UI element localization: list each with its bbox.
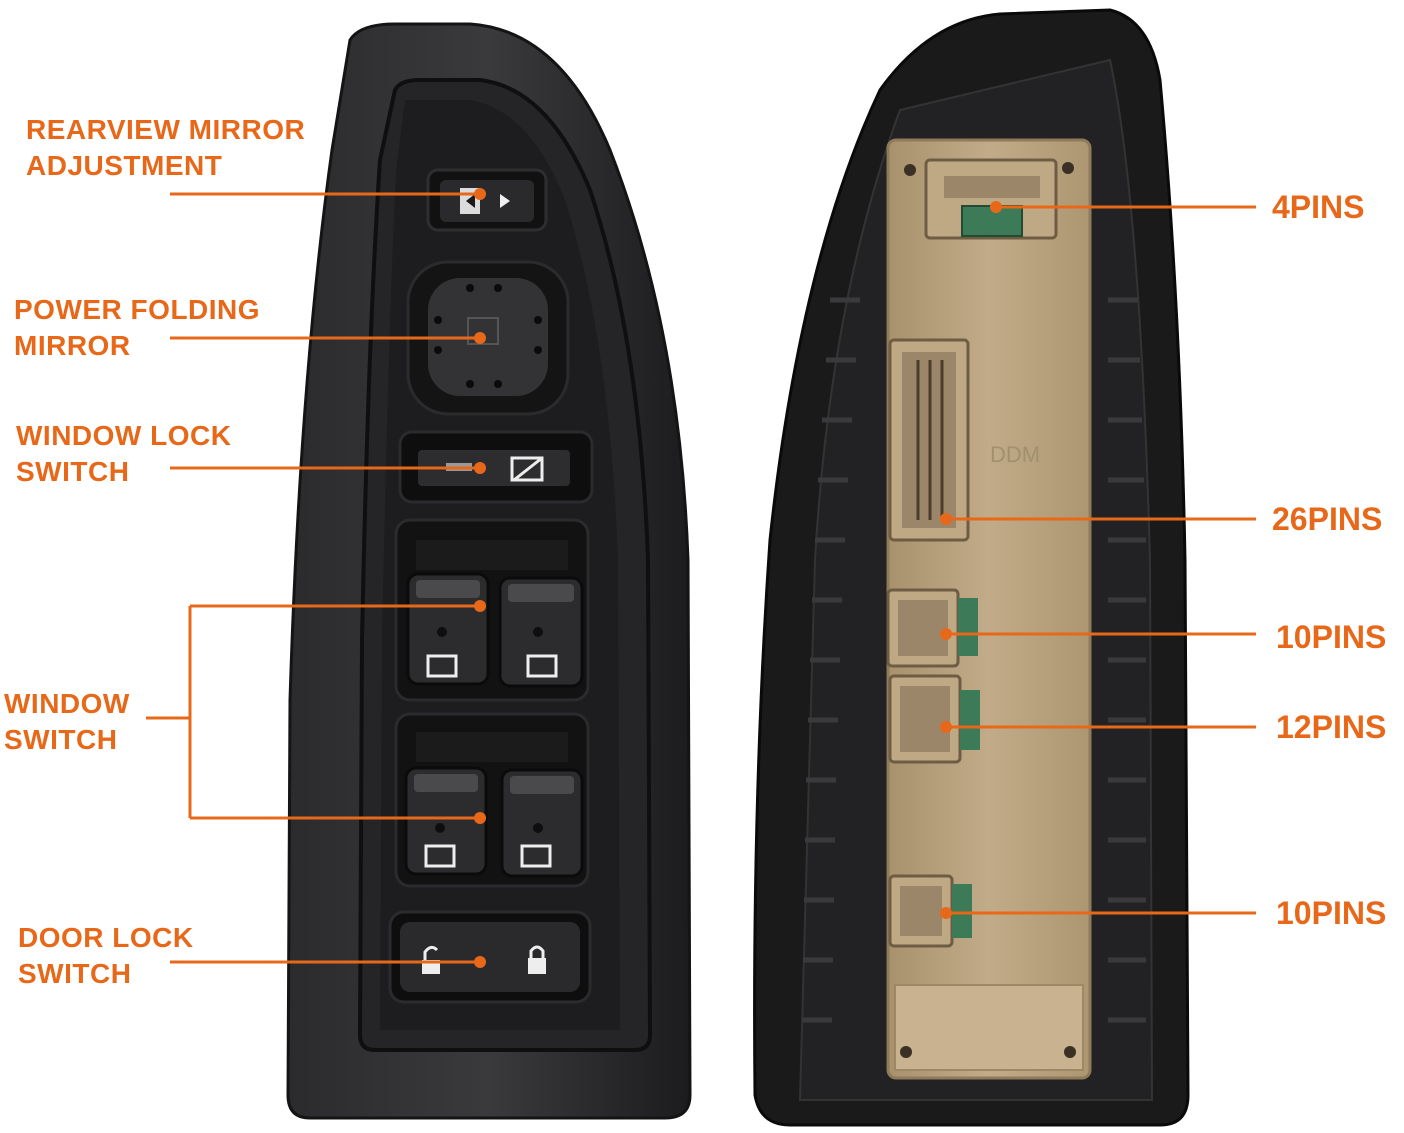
door-lock-button[interactable]: [388, 910, 592, 1004]
pin-label-10pins-upper: 10PINS: [1276, 619, 1387, 655]
pin-label-10pins-lower: 10PINS: [1276, 895, 1387, 931]
mirror-adjust-button[interactable]: [426, 168, 548, 232]
callout-power-folding-line1: POWER FOLDING: [14, 294, 261, 325]
connector-10pin-upper: [886, 588, 978, 668]
window-switch-rear-left[interactable]: [404, 766, 488, 876]
window-switch-rear-right[interactable]: [500, 768, 584, 878]
connector-12pin: [888, 674, 980, 764]
ribs-right: [1108, 297, 1146, 1023]
window-switch-front-right[interactable]: [498, 576, 584, 688]
connector-10pin-lower: [888, 874, 972, 948]
callout-window-switch: WINDOW SWITCH: [4, 686, 130, 758]
callout-window-lock-line1: WINDOW LOCK: [16, 420, 232, 451]
callout-window-lock-line2: SWITCH: [16, 456, 130, 487]
callout-door-lock-line2: SWITCH: [18, 958, 132, 989]
callout-rearview-mirror-line2: ADJUSTMENT: [26, 150, 223, 181]
lock-icon: [528, 945, 546, 974]
ddm-molded-text: DDM: [990, 442, 1040, 467]
callout-window-switch-line2: SWITCH: [4, 724, 118, 755]
callout-window-switch-line1: WINDOW: [4, 688, 130, 719]
callout-door-lock: DOOR LOCK SWITCH: [18, 920, 194, 992]
switch-panel-front: [286, 22, 692, 1120]
callout-power-folding: POWER FOLDING MIRROR: [14, 292, 260, 364]
window-switch-group-upper: [394, 518, 590, 702]
callout-power-folding-line2: MIRROR: [14, 330, 131, 361]
connector-26pin: [888, 338, 970, 542]
window-switch-front-left[interactable]: [406, 572, 490, 686]
pin-label-12pins: 12PINS: [1276, 709, 1387, 745]
pin-label-26pins: 26PINS: [1272, 501, 1383, 537]
callout-window-lock: WINDOW LOCK SWITCH: [16, 418, 231, 490]
pin-label-4pins: 4PINS: [1272, 189, 1365, 225]
connector-4pin: [924, 158, 1058, 240]
callout-door-lock-line1: DOOR LOCK: [18, 922, 194, 953]
callout-lines: [146, 188, 1256, 968]
power-folding-mirror-button[interactable]: [406, 260, 570, 416]
ribs-left: [802, 297, 860, 1023]
callout-rearview-mirror-line1: REARVIEW MIRROR: [26, 114, 306, 145]
callout-rearview-mirror: REARVIEW MIRROR ADJUSTMENT: [26, 112, 305, 184]
switch-panel-back: DDM: [753, 8, 1190, 1127]
window-lock-button[interactable]: [398, 430, 594, 504]
window-switch-group-lower: [394, 712, 590, 888]
